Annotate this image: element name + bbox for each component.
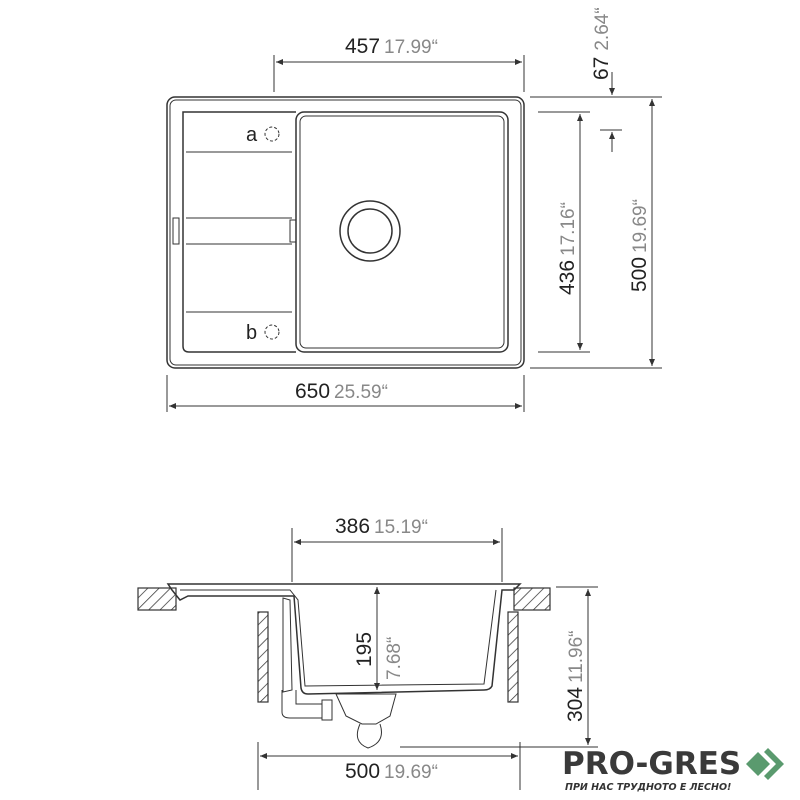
cabinet-wall-right xyxy=(507,611,519,703)
overflow-slot xyxy=(172,217,180,245)
logo-diamond-icon xyxy=(746,752,770,776)
dim-195-in: 7.68“ xyxy=(384,637,405,680)
strainer xyxy=(335,693,397,725)
drainboard xyxy=(182,111,296,353)
dim-500-top: 500 19.69“ xyxy=(628,199,651,292)
dim-436: 436 17.16“ xyxy=(556,202,579,295)
tap-hole-a-icon xyxy=(264,126,280,142)
tap-hole-b-icon xyxy=(264,324,280,340)
cabinet-wall-left xyxy=(257,611,269,703)
dim-650: 650 25.59“ xyxy=(295,380,388,403)
sink-profile xyxy=(166,583,522,695)
sink-outline xyxy=(166,96,525,369)
countertop-right xyxy=(513,587,551,611)
pro-gres-logo: PRO-GRES ПРИ НАС ТРУДНОТО Е ЛЕСНО! xyxy=(562,746,784,793)
dim-67: 67 2.64“ xyxy=(590,7,613,80)
pipe-nut xyxy=(321,699,333,721)
drain-outer xyxy=(339,200,401,262)
overflow-slot xyxy=(289,219,297,243)
top-view: a b 457 17.99“ 650 25.59“ 436 17.16“ 500… xyxy=(166,7,662,412)
dim-457: 457 17.99“ xyxy=(345,35,438,58)
logo-name: PRO-GRES xyxy=(562,746,741,782)
overflow-pipe xyxy=(282,597,293,693)
dim-386: 386 15.19“ xyxy=(335,515,428,538)
sink-outline-inner xyxy=(169,99,522,366)
bowl xyxy=(295,111,509,353)
side-view: 386 15.19“ 195 7.68“ 304 11.96“ 500 19.6… xyxy=(137,515,598,790)
logo-chevron-icon xyxy=(764,748,784,780)
tap-hole-b-label: b xyxy=(246,322,257,344)
countertop-left xyxy=(137,587,177,611)
bowl-inner xyxy=(299,115,505,349)
dim-304: 304 11.96“ xyxy=(564,630,587,722)
logo-tagline: ПРИ НАС ТРУДНОТО Е ЛЕСНО! xyxy=(565,782,731,793)
drain-inner xyxy=(347,208,393,254)
dim-195-mm: 195 xyxy=(353,632,376,667)
sink-profile-inner xyxy=(180,589,497,687)
trap xyxy=(356,723,382,749)
tap-hole-a-label: a xyxy=(246,124,258,146)
dim-500-cabinet: 500 19.69“ xyxy=(345,760,438,783)
